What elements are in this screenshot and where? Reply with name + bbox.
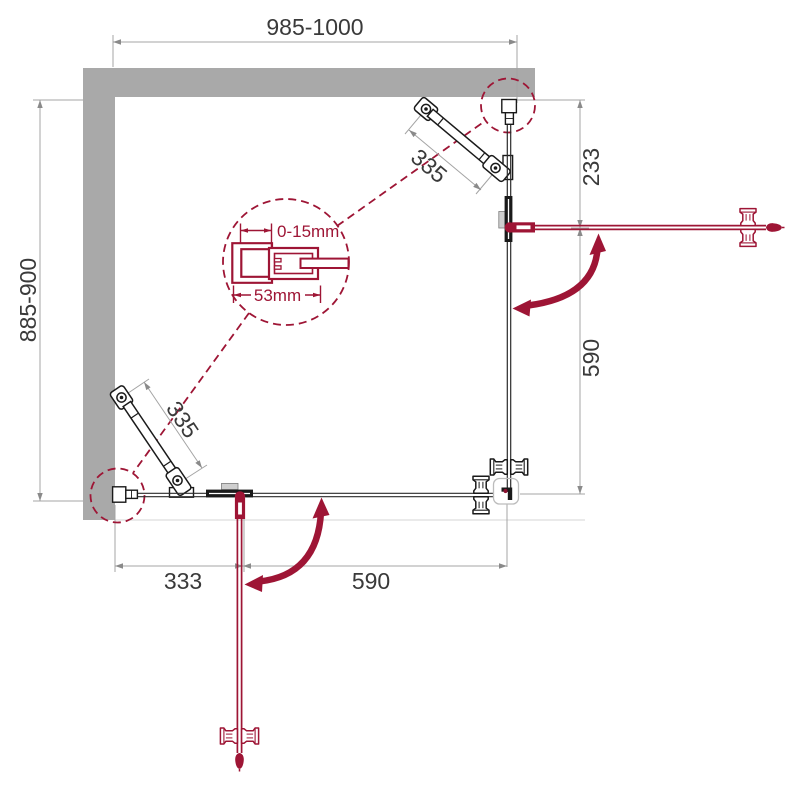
door-edge-cap [766, 223, 782, 232]
door-knob [739, 207, 757, 227]
corner-connector [492, 477, 520, 505]
pivot-point [504, 222, 515, 233]
door-edge-cap [235, 753, 244, 769]
fixed-panel-right [489, 98, 529, 492]
profile-width-label: 53mm [254, 286, 301, 305]
swing-arrow-right-door [512, 233, 606, 317]
left-dimension-lines [33, 99, 83, 502]
glass-panel-section [299, 257, 350, 270]
walls [83, 68, 535, 520]
dimension-arrowheads [37, 39, 583, 569]
adjustment-range-label: 0-15mm [277, 222, 339, 241]
bottom-right-label: 590 [352, 568, 390, 594]
hinge-clamp [498, 211, 506, 229]
right-lower-label: 590 [578, 339, 604, 377]
callout-line-bottom [132, 312, 250, 474]
wall-top [83, 68, 535, 97]
door-bottom-open [219, 491, 260, 772]
callout-circle-bottom-left [89, 467, 146, 524]
hinge-clamp [221, 482, 239, 490]
door-knob [509, 458, 529, 476]
right-upper-label: 233 [578, 148, 604, 186]
bottom-dimension-lines [114, 504, 508, 572]
callout-circle-top-right [480, 77, 536, 134]
dimension-annotations [33, 35, 589, 572]
swing-arrow-bottom-door [244, 497, 330, 592]
top-dimension-lines [112, 35, 518, 103]
door-knob [472, 475, 490, 495]
callout-line-top [336, 120, 486, 227]
profile-detail: 0-15mm 53mm [231, 222, 350, 305]
left-depth-label: 885-900 [15, 258, 41, 342]
wall-left [83, 68, 115, 520]
door-knob [472, 495, 490, 515]
top-width-label: 985-1000 [266, 14, 363, 40]
bottom-left-label: 333 [164, 568, 202, 594]
door-knob [489, 458, 509, 476]
pivot-point [234, 491, 246, 502]
door-knob [219, 727, 239, 745]
fixed-panel-bottom [111, 475, 494, 515]
door-knob [240, 727, 260, 745]
door-right-open [504, 207, 785, 248]
wall-profile-top [501, 98, 518, 114]
door-knob [739, 228, 757, 248]
wall-profile-bottom [111, 486, 127, 503]
